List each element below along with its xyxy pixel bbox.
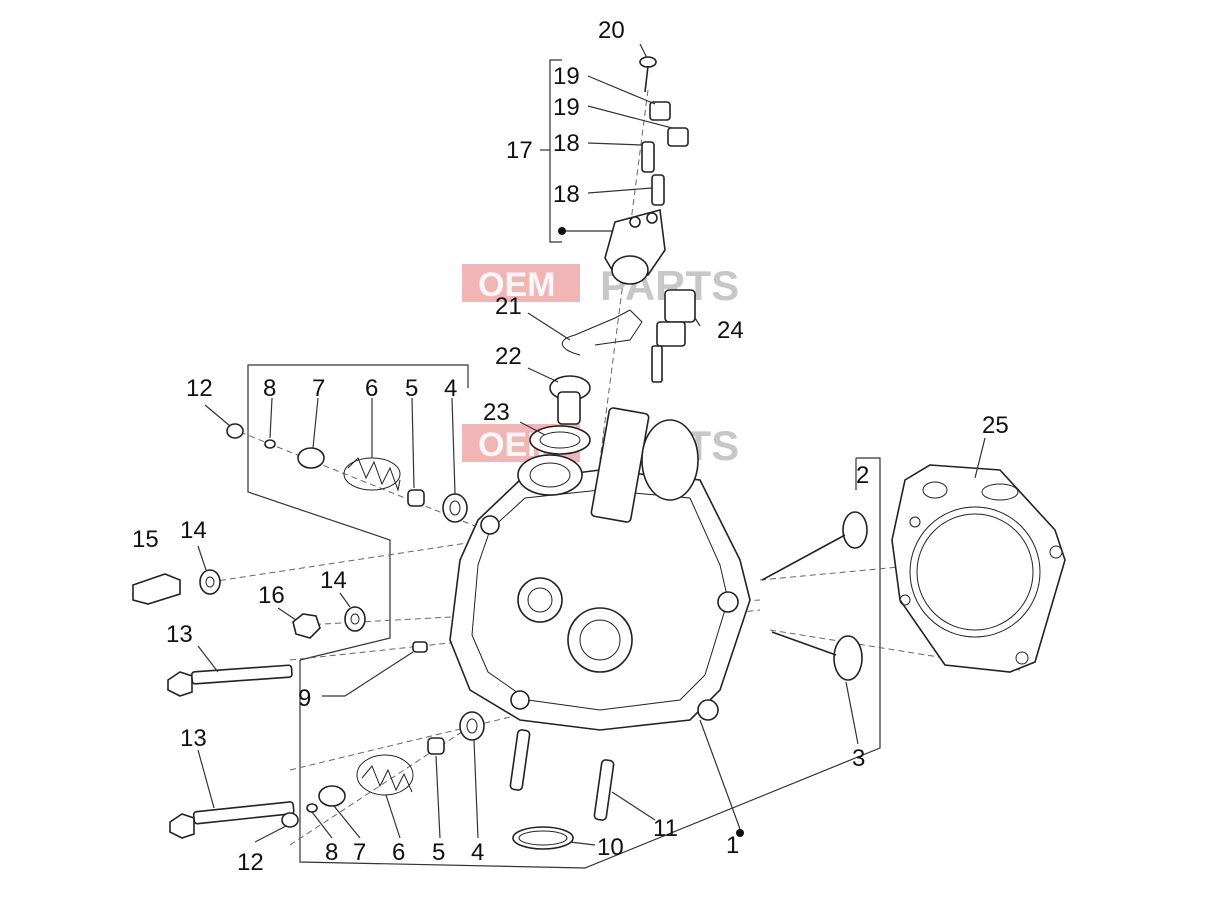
callout-6a: 6 <box>365 375 378 402</box>
keeper-8-lower <box>306 803 318 813</box>
callout-3: 3 <box>852 745 865 772</box>
callout-14a: 14 <box>180 517 207 544</box>
retainer-7-upper <box>297 447 325 469</box>
callout-7a: 7 <box>312 375 325 402</box>
callout-23: 23 <box>483 399 510 426</box>
washer-14-upper <box>199 569 221 595</box>
callout-17: 17 <box>506 137 533 164</box>
callout-4b: 4 <box>471 839 484 866</box>
svg-text:OEM: OEM <box>478 266 555 304</box>
callout-6b: 6 <box>392 839 405 866</box>
caps-19 <box>649 101 689 147</box>
washer-14-lower <box>344 606 366 632</box>
intake-valve <box>761 511 868 581</box>
thermostat-22 <box>549 375 591 425</box>
callout-19a: 19 <box>553 63 580 90</box>
callout-13a: 13 <box>166 621 193 648</box>
temperature-sensor <box>651 289 696 383</box>
callout-12a: 12 <box>186 375 213 402</box>
dowel-pins-11 <box>509 729 615 821</box>
head-gasket <box>891 464 1066 673</box>
bolt-20 <box>639 56 657 93</box>
clip-21 <box>562 309 643 356</box>
dowel-9 <box>412 641 428 653</box>
callout-9: 9 <box>298 685 311 712</box>
o-ring-10 <box>512 826 574 850</box>
callout-labels: 20 19 19 18 17 18 21 24 22 23 25 12 8 7 … <box>132 17 1009 876</box>
cotter-12-upper <box>226 423 244 439</box>
callout-1: 1 <box>726 832 739 859</box>
nut-16 <box>292 613 321 639</box>
callout-5a: 5 <box>405 375 418 402</box>
callout-5b: 5 <box>432 839 445 866</box>
callout-15: 15 <box>132 526 159 553</box>
keeper-8-upper <box>264 439 276 449</box>
callout-21: 21 <box>495 293 522 320</box>
spring-6-lower <box>356 754 414 796</box>
washer-4-lower <box>459 711 485 741</box>
spacer-15 <box>132 573 181 605</box>
callout-20: 20 <box>598 17 625 44</box>
stud-13-upper <box>167 664 293 697</box>
bleeders-18 <box>641 141 665 206</box>
retainer-7-lower <box>318 785 346 807</box>
callout-8a: 8 <box>263 375 276 402</box>
thermostat-housing <box>604 208 666 285</box>
group-bracket-valve-upper <box>247 364 469 661</box>
cotter-12-lower <box>281 812 299 828</box>
callout-13b: 13 <box>180 725 207 752</box>
stud-13-lower <box>169 801 295 839</box>
callout-7b: 7 <box>353 839 366 866</box>
callout-11: 11 <box>653 815 678 842</box>
exhaust-valve <box>771 631 863 681</box>
callout-19b: 19 <box>553 94 580 121</box>
callout-4a: 4 <box>444 375 457 402</box>
callout-12b: 12 <box>237 849 264 876</box>
callout-24: 24 <box>717 317 744 344</box>
washer-4-upper <box>442 493 468 523</box>
group-bracket-17 <box>540 59 612 243</box>
seal-5-upper <box>407 489 425 507</box>
callout-22: 22 <box>495 343 522 370</box>
callout-16: 16 <box>258 582 285 609</box>
callout-18a: 18 <box>553 130 580 157</box>
callout-14b: 14 <box>320 567 347 594</box>
group-bracket-main <box>299 457 881 869</box>
callout-10: 10 <box>597 834 624 861</box>
leader-lines <box>197 43 986 846</box>
cylinder-head <box>449 407 751 731</box>
seal-5-lower <box>427 737 445 755</box>
callout-8b: 8 <box>325 839 338 866</box>
callout-18b: 18 <box>553 181 580 208</box>
gasket-23 <box>529 425 591 455</box>
callout-2: 2 <box>856 462 869 489</box>
callout-25: 25 <box>982 412 1009 439</box>
